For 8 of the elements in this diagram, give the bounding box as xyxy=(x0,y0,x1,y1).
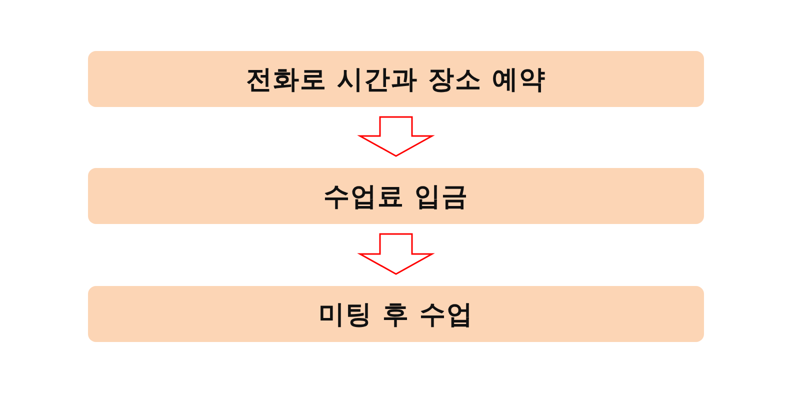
step-box xyxy=(88,51,704,107)
step-label: 수업료 입금 xyxy=(323,180,469,214)
step-box xyxy=(88,286,704,342)
step-label: 미팅 후 수업 xyxy=(318,298,474,332)
step-box xyxy=(88,168,704,224)
block-arrow xyxy=(357,116,435,157)
step-label: 전화로 시간과 장소 예약 xyxy=(246,64,546,96)
block-arrow xyxy=(357,233,435,275)
